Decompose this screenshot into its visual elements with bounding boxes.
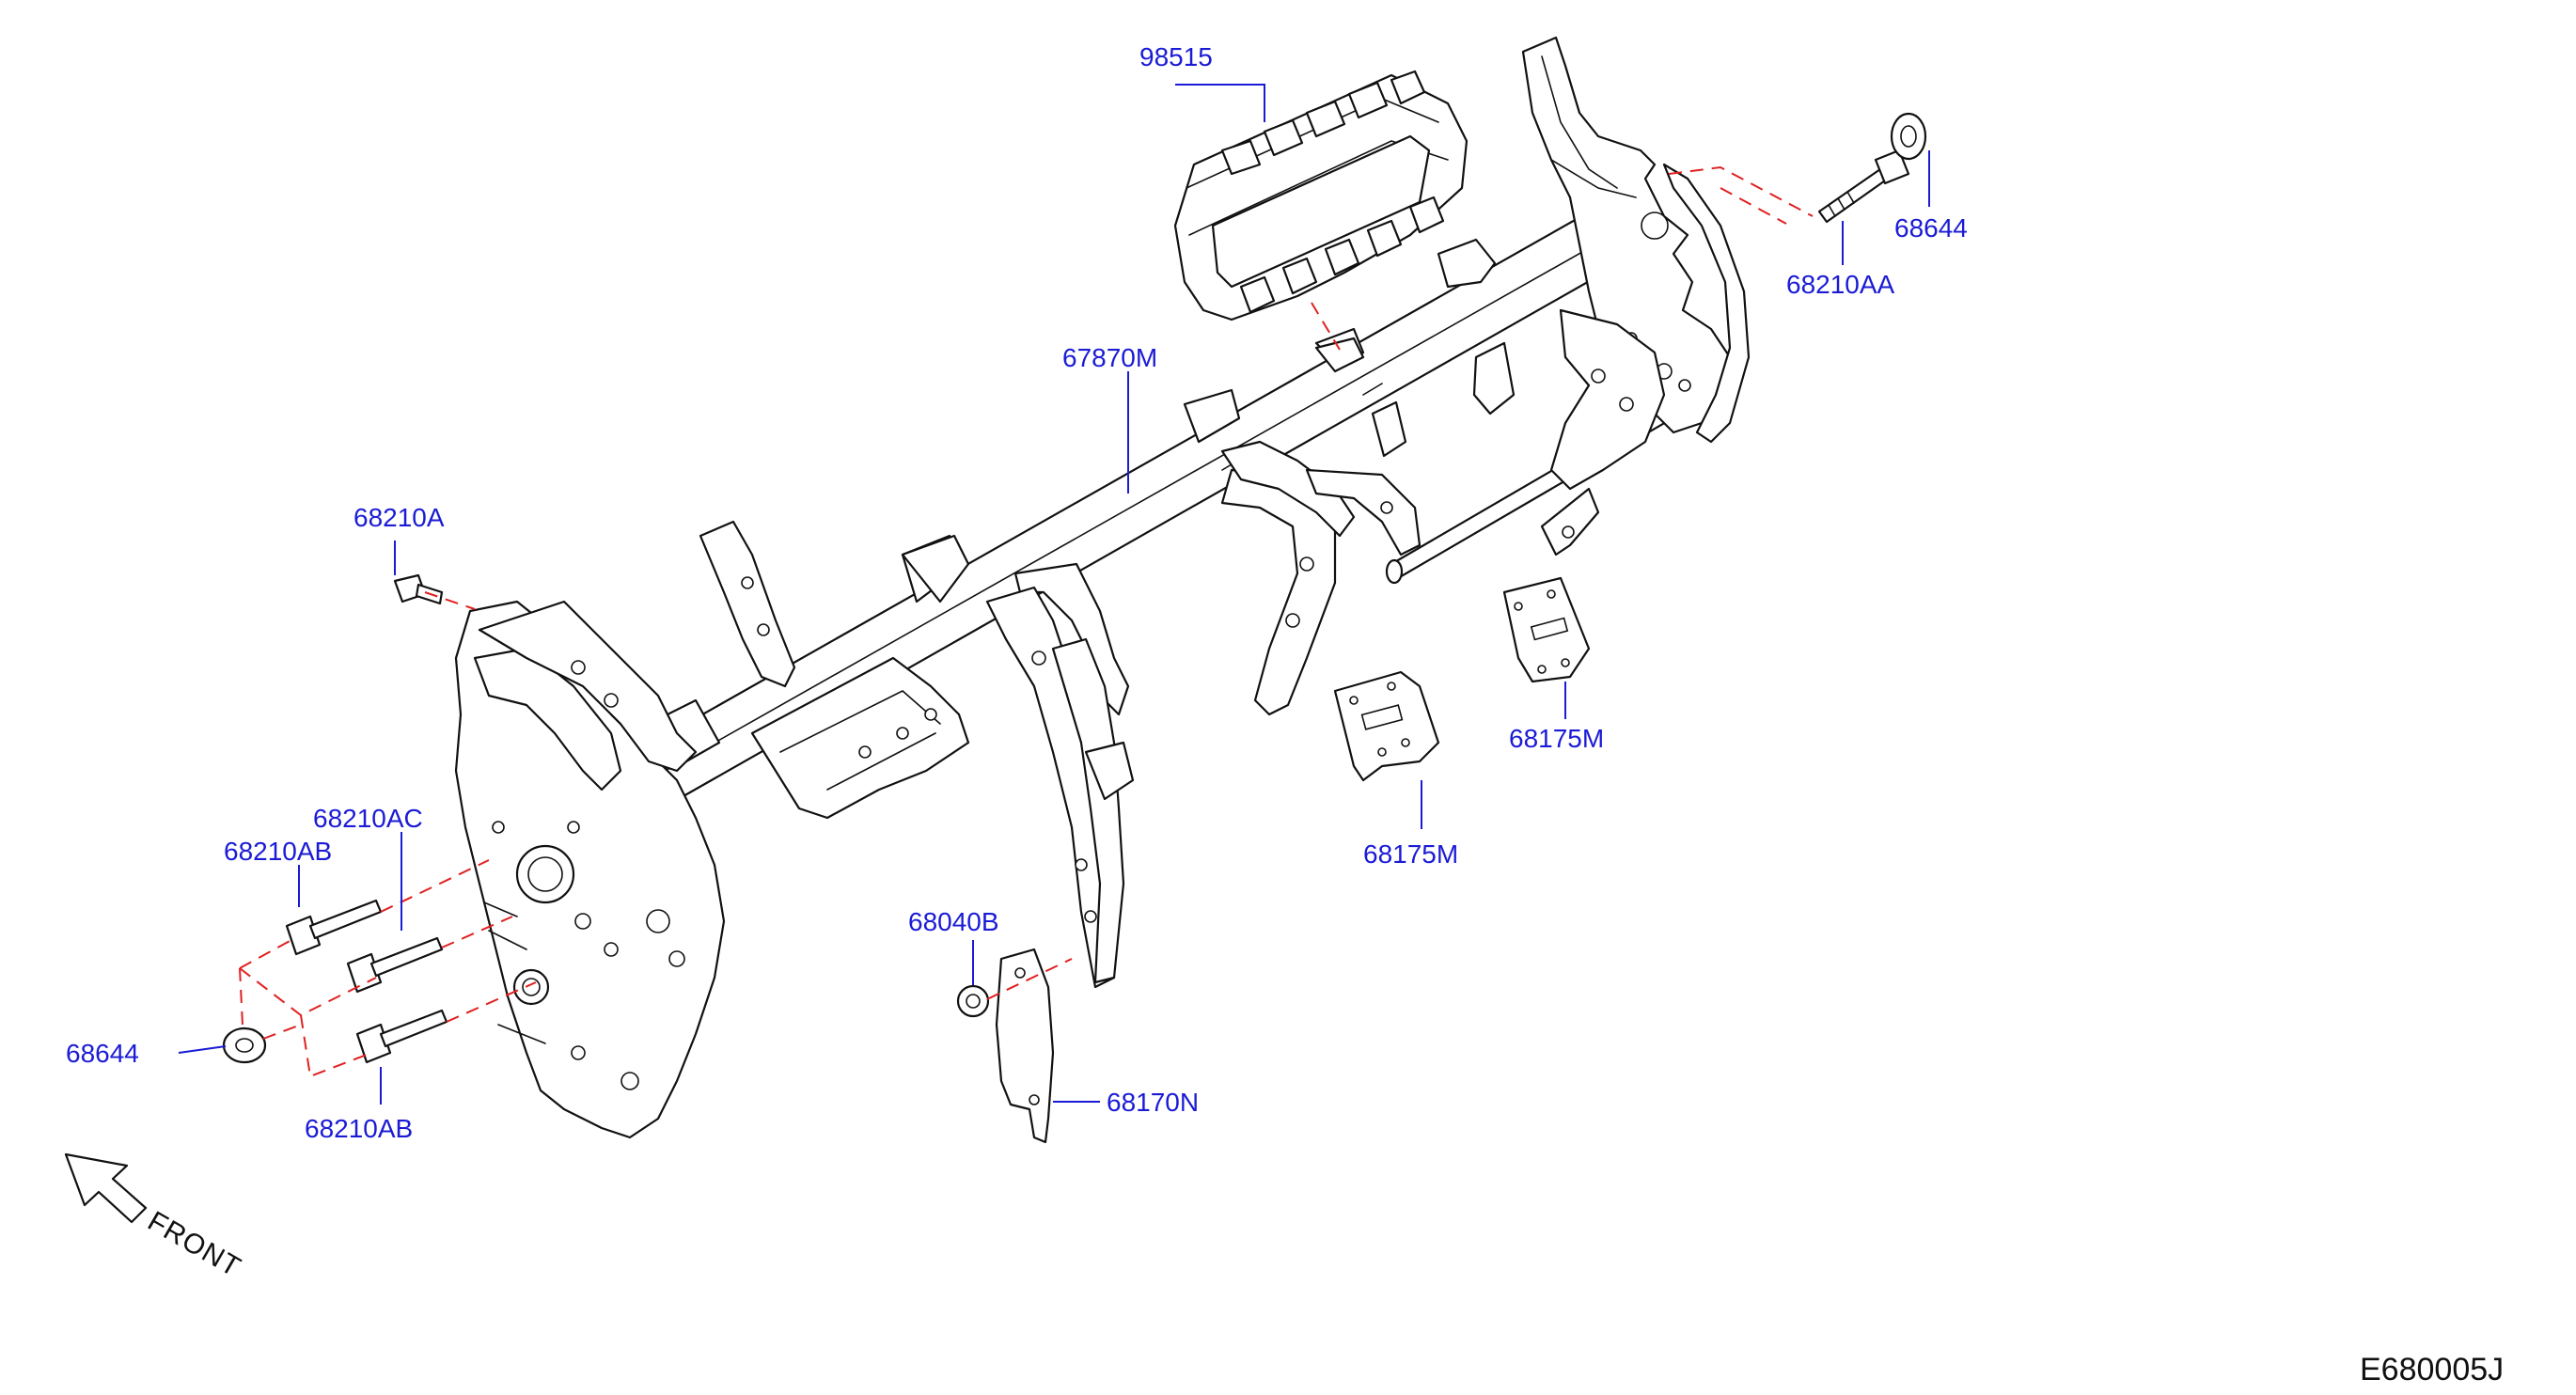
callout-68170n: 68170N <box>1107 1088 1199 1117</box>
stay-68170n <box>995 948 1055 1144</box>
diagram-code: E680005J <box>2360 1352 2504 1387</box>
nut-68644-right <box>1890 112 1927 161</box>
callout-67870m: 67870M <box>1062 343 1157 372</box>
nut-68644-left <box>222 1027 267 1064</box>
nut-68040b <box>956 984 990 1018</box>
bolt-68210aa <box>1817 149 1910 224</box>
callout-68644-left: 68644 <box>66 1039 139 1068</box>
bolt-68210a <box>393 573 444 605</box>
steering-member-assembly <box>454 36 1751 1139</box>
bracket-68175m-center <box>1333 670 1440 782</box>
front-label: FRONT <box>143 1205 246 1283</box>
callout-68210a: 68210A <box>353 503 445 532</box>
callout-98515: 98515 <box>1139 42 1213 71</box>
bolt-68210ac <box>346 936 444 994</box>
callout-68175m-right: 68175M <box>1509 724 1604 753</box>
callout-68040b: 68040B <box>908 907 999 936</box>
callout-68210ab-bottom: 68210AB <box>305 1114 413 1143</box>
alignment-lines <box>239 165 1814 1078</box>
callout-68644-right: 68644 <box>1894 213 1968 243</box>
bolt-68210ab-bottom <box>355 1009 448 1064</box>
callout-68210ab-top: 68210AB <box>224 837 332 866</box>
callout-68210ac: 68210AC <box>313 804 423 833</box>
callout-68210aa: 68210AA <box>1786 270 1895 299</box>
airbag-bracket <box>1314 337 1365 373</box>
airbag-module <box>1173 70 1469 321</box>
callout-68175m-center: 68175M <box>1363 839 1458 869</box>
bolt-68210ab-top <box>285 899 383 956</box>
callout-leaders <box>178 84 1930 1105</box>
bracket-68175m-right <box>1502 576 1591 683</box>
front-direction-arrow <box>64 1152 148 1224</box>
